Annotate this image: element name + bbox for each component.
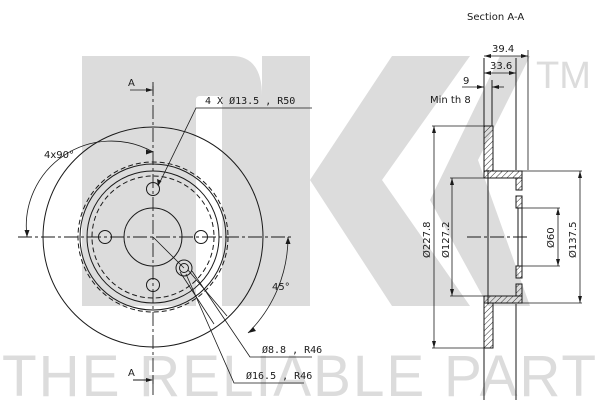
bolt-hole-right [194,230,208,244]
section-view: Section A-A 39.4 33.6 [421,12,582,400]
section-title: Section A-A [467,12,524,23]
section-marker-top: A [128,78,135,89]
dimension-total-height: 39.4 [492,44,514,55]
locating-hole-inner [179,263,189,273]
dimension-hat-flange-diameter: Ø137.5 [567,222,579,259]
angular-dimension-arc [25,140,154,238]
locating-hole-outer [175,259,193,277]
dimension-thickness: 9 [463,76,469,87]
center-bore-circle [123,207,183,267]
friction-ring-top [483,125,494,172]
slogan-watermark: THE RELIABLE PART [2,344,598,400]
hat-inner-circle [86,170,220,304]
bolt-hole-left [98,230,112,244]
bolt-holes-leader [157,107,312,187]
hat-dashed-circle-outer [77,161,229,313]
nk-logo-watermark [82,56,530,306]
front-view: 4x90° 45° A A 4 X Ø13.5 , R50 Ø8.8 , R46… [18,78,322,396]
dimension-hat-height: 33.6 [490,61,512,72]
bolt-hole-bottom [146,278,160,292]
dimension-hat-outer-diameter: Ø127.2 [440,222,452,259]
hole-large-leader [185,273,304,384]
dimension-center-bore: Ø60 [545,227,557,248]
min-thickness-label: Min th 8 [430,95,471,106]
hole-small-leader [191,270,312,358]
hat-dashed-circle-inner [91,175,215,299]
angle-45-arc [247,236,289,334]
hole-small-label: Ø8.8 , R46 [262,344,322,356]
bolt-hole-top [146,182,160,196]
outer-disc-circle [42,126,264,348]
section-marker-bottom: A [128,368,135,379]
trademark-watermark: TM [536,55,591,97]
hat-top-wall [483,170,523,179]
friction-ring-bottom [483,302,494,349]
dimension-outer-diameter: Ø227.8 [421,222,433,259]
hat-bottom-wall [483,295,523,304]
bolt-holes-label: 4 X Ø13.5 , R50 [205,95,295,107]
angle-45-label: 45° [272,282,290,293]
hat-outer-circle [79,163,227,311]
hole-45-leader [152,236,185,269]
angular-spacing-label: 4x90° [44,150,74,161]
hole-large-label: Ø16.5 , R46 [246,370,312,382]
